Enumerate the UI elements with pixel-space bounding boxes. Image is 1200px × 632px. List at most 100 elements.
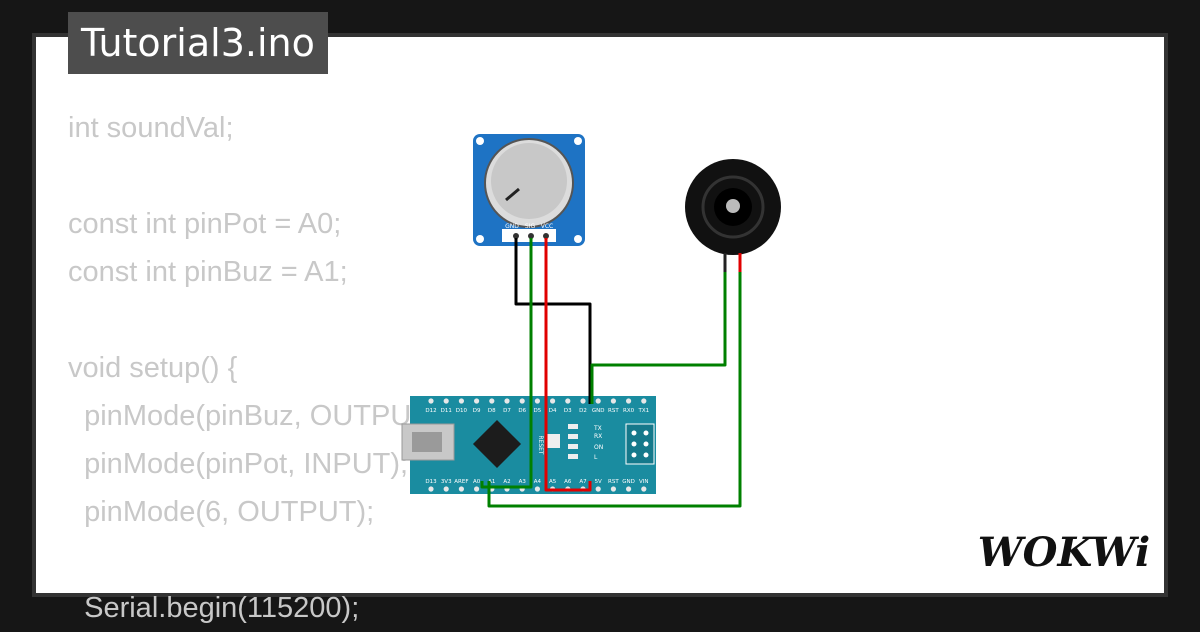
led-rx	[568, 434, 578, 439]
reset-button[interactable]	[546, 434, 560, 448]
icsp-header	[625, 423, 655, 465]
mount-hole	[476, 137, 484, 145]
nano-pin-label: A3	[519, 479, 527, 485]
nano-pin-rst[interactable]	[610, 398, 617, 404]
nano-pin-label: A5	[549, 479, 557, 485]
mount-hole	[574, 137, 582, 145]
pot-pin[interactable]	[543, 233, 549, 239]
code-line: pinMode(6, OUTPUT);	[68, 496, 375, 528]
wire-buzzer-gnd[interactable]	[590, 272, 727, 404]
nano-pin-rx0[interactable]	[626, 398, 632, 404]
nano-pin-label: D11	[441, 408, 452, 414]
mount-hole	[574, 235, 582, 243]
nano-pin-gnd[interactable]	[595, 398, 601, 404]
nano-pin-a4[interactable]	[534, 486, 541, 492]
nano-pin-rst[interactable]	[610, 486, 617, 492]
potentiometer[interactable]: GND SIG VCC	[473, 134, 585, 246]
nano-pin-d13[interactable]	[428, 486, 434, 492]
buzzer-center	[726, 199, 740, 213]
nano-pin-label: RST	[608, 479, 619, 485]
buzzer[interactable]	[685, 159, 781, 272]
wire-power[interactable]	[544, 238, 592, 492]
nano-pin-label: D7	[503, 408, 511, 414]
nano-pin-gnd[interactable]	[626, 486, 632, 492]
nano-pin-d5[interactable]	[534, 398, 541, 404]
led-label-on: ON	[594, 444, 603, 451]
nano-pin-d10[interactable]	[458, 398, 464, 404]
potentiometer-knob[interactable]	[491, 143, 567, 219]
nano-pin-d6[interactable]	[519, 398, 525, 404]
code-line: int soundVal;	[68, 112, 234, 144]
nano-pin-label: A4	[534, 479, 542, 485]
code-line: pinMode(pinPot, INPUT);	[68, 448, 409, 480]
nano-pin-5v[interactable]	[595, 486, 601, 492]
pot-pin-label-gnd: GND	[505, 223, 519, 230]
nano-pin-label: D12	[425, 408, 436, 414]
preview-card	[32, 33, 1168, 597]
code-line: void setup() {	[68, 352, 238, 384]
nano-pin-label: 3V3	[441, 479, 452, 485]
led-label-rx: RX	[594, 433, 602, 440]
nano-pin-tx1[interactable]	[641, 398, 647, 404]
usb-port	[412, 432, 442, 452]
wire-buzzer-signal[interactable]	[487, 272, 742, 508]
nano-pin-label: D2	[579, 408, 587, 414]
nano-pin-label: D8	[488, 408, 496, 414]
wire-gnd[interactable]	[514, 238, 592, 404]
nano-pin-label: A1	[488, 479, 495, 485]
nano-pin-label: A6	[564, 479, 572, 485]
pot-pin[interactable]	[513, 233, 519, 239]
microcontroller-chip	[472, 419, 522, 469]
pot-pin-label-vcc: VCC	[541, 223, 553, 230]
buzzer-ring	[701, 175, 765, 239]
code-line: const int pinBuz = A1;	[68, 256, 348, 288]
wokwi-logo: WOKWi	[978, 529, 1150, 576]
nano-pin-label: A7	[579, 479, 587, 485]
led-on	[568, 444, 578, 449]
pot-pin-label-sig: SIG	[525, 223, 536, 230]
mount-hole	[476, 235, 484, 243]
nano-pin-label: A2	[503, 479, 510, 485]
nano-pin-a0[interactable]	[474, 486, 480, 492]
nano-pin-label: GND	[592, 408, 605, 414]
nano-pin-label: D13	[425, 479, 437, 485]
nano-pin-d7[interactable]	[504, 398, 510, 404]
nano-pin-d8[interactable]	[489, 398, 495, 404]
nano-pin-label: AREF	[454, 479, 468, 485]
nano-pin-label: RST	[608, 408, 619, 414]
usb-connector[interactable]	[401, 423, 455, 461]
code-line: const int pinPot = A0;	[68, 208, 342, 240]
nano-pin-label: D6	[518, 408, 526, 414]
wokwi-logo-text: WOKWi	[978, 529, 1150, 576]
nano-pin-d2[interactable]	[580, 398, 586, 404]
filename-tab[interactable]: Tutorial3.ino	[68, 12, 328, 74]
wire-signal[interactable]	[480, 238, 533, 489]
nano-pin-d4[interactable]	[550, 398, 556, 404]
nano-pin-label: D9	[473, 408, 481, 414]
nano-pin-label: GND	[622, 479, 635, 485]
nano-pin-aref[interactable]	[458, 486, 464, 492]
nano-pin-label: RX0	[623, 408, 635, 414]
nano-pin-d3[interactable]	[565, 398, 571, 404]
code-line: Serial.begin(115200);	[68, 592, 360, 624]
code-listing: int soundVal; const int pinPot = A0; con…	[68, 104, 447, 632]
nano-pin-d9[interactable]	[474, 398, 480, 404]
nano-pin-d11[interactable]	[443, 398, 449, 404]
led-tx	[568, 424, 578, 429]
nano-pin-label: A0	[473, 479, 481, 485]
wires	[480, 238, 742, 508]
nano-pin-3v3[interactable]	[443, 486, 449, 492]
reset-label: RESET	[537, 435, 544, 455]
led-label-l: L	[594, 454, 598, 461]
nano-pin-label: TX1	[637, 408, 649, 414]
nano-pin-label: VIN	[639, 479, 649, 485]
nano-pin-vin[interactable]	[641, 486, 647, 492]
nano-pin-label: D10	[456, 408, 468, 414]
nano-pin-label: D3	[564, 408, 572, 414]
nano-pin-d12[interactable]	[428, 398, 434, 404]
pot-pin[interactable]	[528, 233, 534, 239]
led-l	[568, 454, 578, 459]
